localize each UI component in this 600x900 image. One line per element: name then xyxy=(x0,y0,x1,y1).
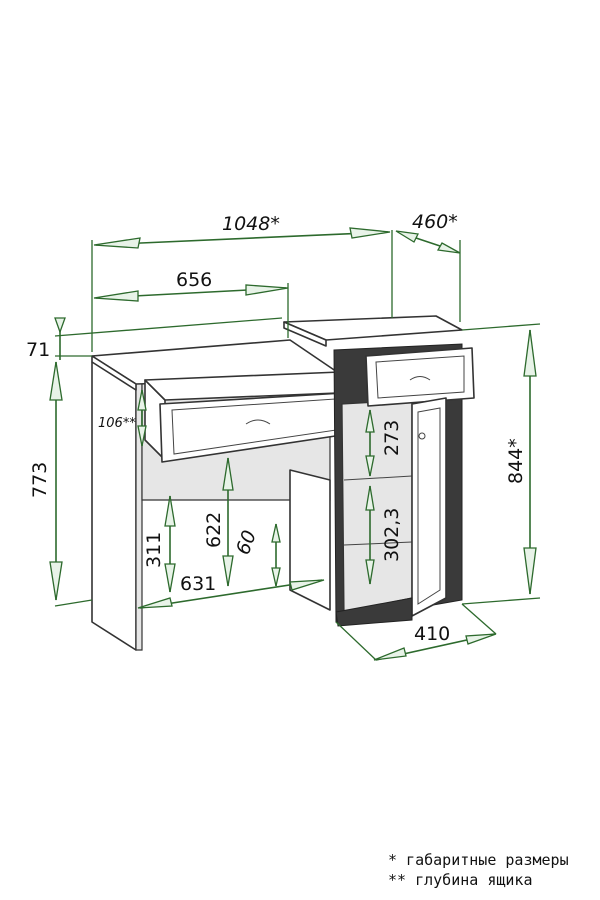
dim-631-arrow-right xyxy=(289,579,325,591)
legroom-divider xyxy=(289,469,331,611)
dim-410-arrow-right xyxy=(465,633,497,645)
dim-71-arrow xyxy=(54,317,66,334)
dim-631-arrow-left xyxy=(137,597,173,609)
dim-656-arrow-left xyxy=(93,290,139,302)
cabinet-door xyxy=(411,397,447,617)
legend-drawer-depth: ** глубина ящика xyxy=(388,871,533,889)
label-table-height: 773 xyxy=(29,462,51,498)
label-cabinet-width: 410 xyxy=(414,623,450,645)
dim-1048-line xyxy=(95,231,389,246)
label-overall-depth: 460* xyxy=(412,211,458,233)
dimension-labels: 1048* 460* 656 71 773 844* 106** 622 311… xyxy=(26,211,527,645)
cabinet-door-knob xyxy=(418,432,426,440)
desk-tabletop-front xyxy=(91,355,137,391)
dim-311-arrow-top xyxy=(164,495,176,527)
left-side-panel xyxy=(91,361,137,651)
ext-floor-left xyxy=(54,599,93,607)
drawer-handle xyxy=(245,419,271,425)
ext-410-right xyxy=(461,603,497,635)
dim-460-arrow-right xyxy=(436,242,461,254)
dim-311-arrow-bottom xyxy=(164,563,176,593)
cabinet-door-panel xyxy=(417,407,441,605)
label-legroom-width: 631 xyxy=(180,573,216,595)
label-shelf-bottom: 302,3 xyxy=(381,508,403,562)
dim-773-arrow-bottom xyxy=(49,561,63,601)
ext-cabinet-top xyxy=(461,323,541,331)
dim-302-arrow-bottom xyxy=(365,559,375,585)
dim-656-arrow-right xyxy=(245,284,289,296)
left-side-edge xyxy=(135,377,143,651)
label-overall-width: 1048* xyxy=(222,213,280,235)
dim-273-arrow-top xyxy=(365,409,375,433)
cabinet-shelf-1 xyxy=(343,475,413,481)
ext-top-step-upper xyxy=(54,317,283,337)
label-cabinet-height: 844* xyxy=(505,438,527,484)
dim-622-arrow-bottom xyxy=(222,555,234,587)
dim-1048-arrow-left xyxy=(93,237,141,249)
ext-floor-right xyxy=(461,597,541,605)
dim-302-arrow-top xyxy=(365,485,375,511)
label-drawer-depth: 106** xyxy=(98,416,136,431)
dim-106-arrow-bottom xyxy=(137,425,147,447)
dimension-lines xyxy=(49,227,541,661)
dim-106-arrow-top xyxy=(137,389,147,411)
cabinet-plinth xyxy=(335,597,413,627)
dim-844-arrow-bottom xyxy=(523,547,537,595)
label-tabletop-width: 656 xyxy=(176,269,212,291)
cabinet-drawer-inner xyxy=(375,355,465,399)
dim-60-arrow-top xyxy=(271,523,281,543)
dim-622-arrow-top xyxy=(222,457,234,491)
label-shelf-top: 273 xyxy=(381,420,403,456)
label-leg-height: 311 xyxy=(143,532,165,568)
label-top-step: 71 xyxy=(26,339,50,361)
ext-410-left xyxy=(335,621,377,661)
label-legroom-height: 622 xyxy=(203,512,225,548)
desk-drawer xyxy=(144,371,363,463)
dim-460-arrow-left xyxy=(395,230,419,243)
label-skirt-depth: 60 xyxy=(232,527,261,557)
dim-844-arrow-top xyxy=(523,329,537,377)
dim-60-arrow-bottom xyxy=(271,567,281,587)
dim-410-arrow-left xyxy=(373,647,407,661)
dim-1048-arrow-right xyxy=(349,227,391,239)
cabinet-drawer-handle xyxy=(409,376,431,381)
cabinet-shelf-2 xyxy=(343,541,413,546)
cabinet xyxy=(283,315,475,627)
dim-773-arrow-top xyxy=(49,361,63,401)
cabinet-top-front xyxy=(283,321,327,347)
dim-273-arrow-bottom xyxy=(365,455,375,477)
legend-overall-dimensions: * габаритные размеры xyxy=(388,851,569,869)
